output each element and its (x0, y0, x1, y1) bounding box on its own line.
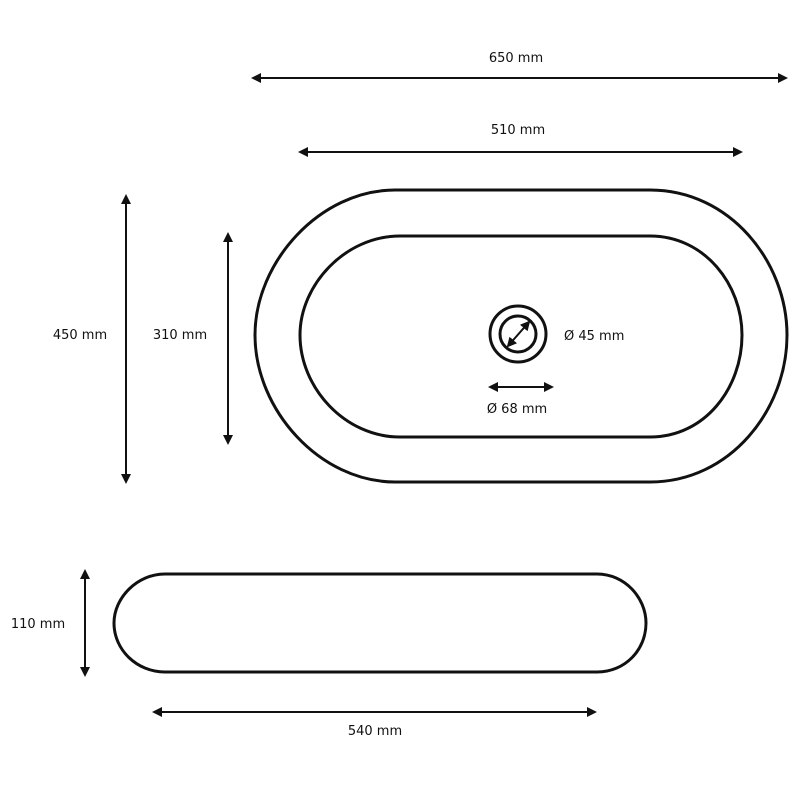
label-top-width-outer: 650 mm (489, 51, 543, 66)
basin-side-profile (112, 572, 648, 674)
label-side-length: 540 mm (348, 724, 402, 739)
label-drain-inner: Ø 45 mm (564, 329, 624, 344)
side-view (112, 572, 648, 674)
label-depth-outer: 450 mm (53, 328, 107, 343)
label-depth-inner: 310 mm (153, 328, 207, 343)
drain-inner-ring (498, 314, 538, 354)
basin-inner-bowl (298, 234, 744, 439)
label-drain-outer: Ø 68 mm (487, 402, 547, 417)
drain-diameter-arrow (506, 320, 531, 348)
label-top-width-inner: 510 mm (491, 123, 545, 138)
top-view (253, 188, 789, 484)
basin-outer-rim (253, 188, 789, 484)
drain-outer-ring (488, 304, 548, 364)
label-height: 110 mm (11, 617, 65, 632)
